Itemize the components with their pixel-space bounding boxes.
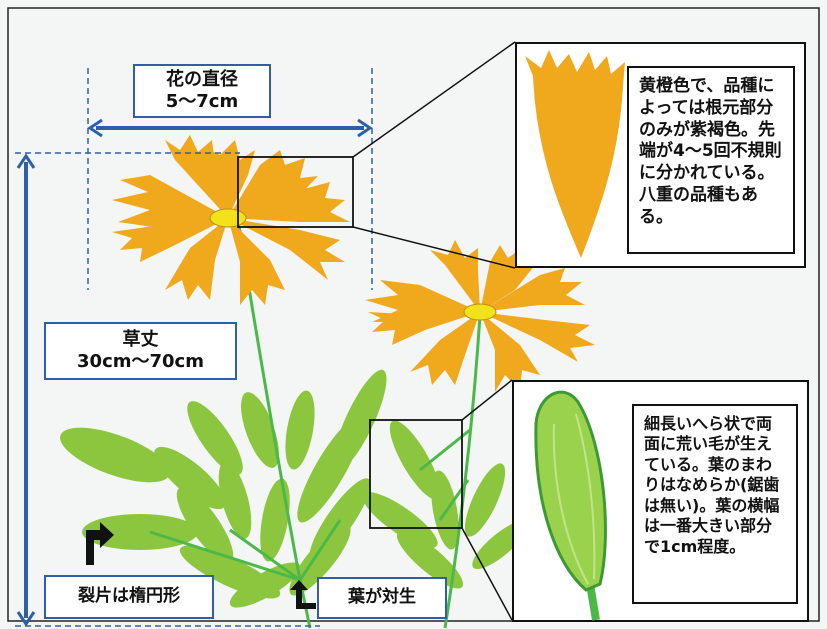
leaves-left [60,369,387,608]
leaf-arrangement-label: 葉が対生 [317,577,447,619]
leaf-closeup-icon [534,390,607,621]
leaf-detail-frame: 細長いへら状で両面に荒い毛が生えている。葉のまわりはなめらか(鋸歯は無い)。葉の… [512,380,809,622]
arrows [86,522,316,609]
leaf-note: 細長いへら状で両面に荒い毛が生えている。葉のまわりはなめらか(鋸歯は無い)。葉の… [632,404,798,604]
leaf-callout [369,379,513,621]
leaflet-shape-text: 裂片は楕円形 [78,586,180,607]
leaf-arrangement-text: 葉が対生 [348,587,416,608]
flower-diameter-value: 5〜7cm [165,91,239,112]
plant-height-label: 草丈 30cm〜70cm [44,322,237,380]
flower-diameter-label: 花の直径 5〜7cm [133,64,271,118]
plant-height-value: 30cm〜70cm [77,351,204,372]
petal-note: 黄橙色で、品種によっては根元部分のみが紫褐色。先端が4〜5回不規則に分かれている… [627,66,795,254]
leaflet-shape-label: 裂片は楕円形 [44,575,214,619]
height-dimension [15,152,320,627]
diameter-dimension [87,68,373,290]
plant-height-title: 草丈 [122,328,159,350]
petal-callout [237,41,516,269]
petal-detail-frame: 黄橙色で、品種によっては根元部分のみが紫褐色。先端が4〜5回不規則に分かれている… [515,42,806,268]
leaf-note-text: 細長いへら状で両面に荒い毛が生えている。葉のまわりはなめらか(鋸歯は無い)。葉の… [644,414,780,556]
flower-1 [112,135,350,305]
flower-diameter-title: 花の直径 [166,68,238,90]
leaves-right [362,420,528,589]
flower-2 [365,240,595,392]
petal-note-text: 黄橙色で、品種によっては根元部分のみが紫褐色。先端が4〜5回不規則に分かれている… [639,76,782,227]
petal-closeup-icon [525,50,625,258]
outer-border [7,7,820,622]
